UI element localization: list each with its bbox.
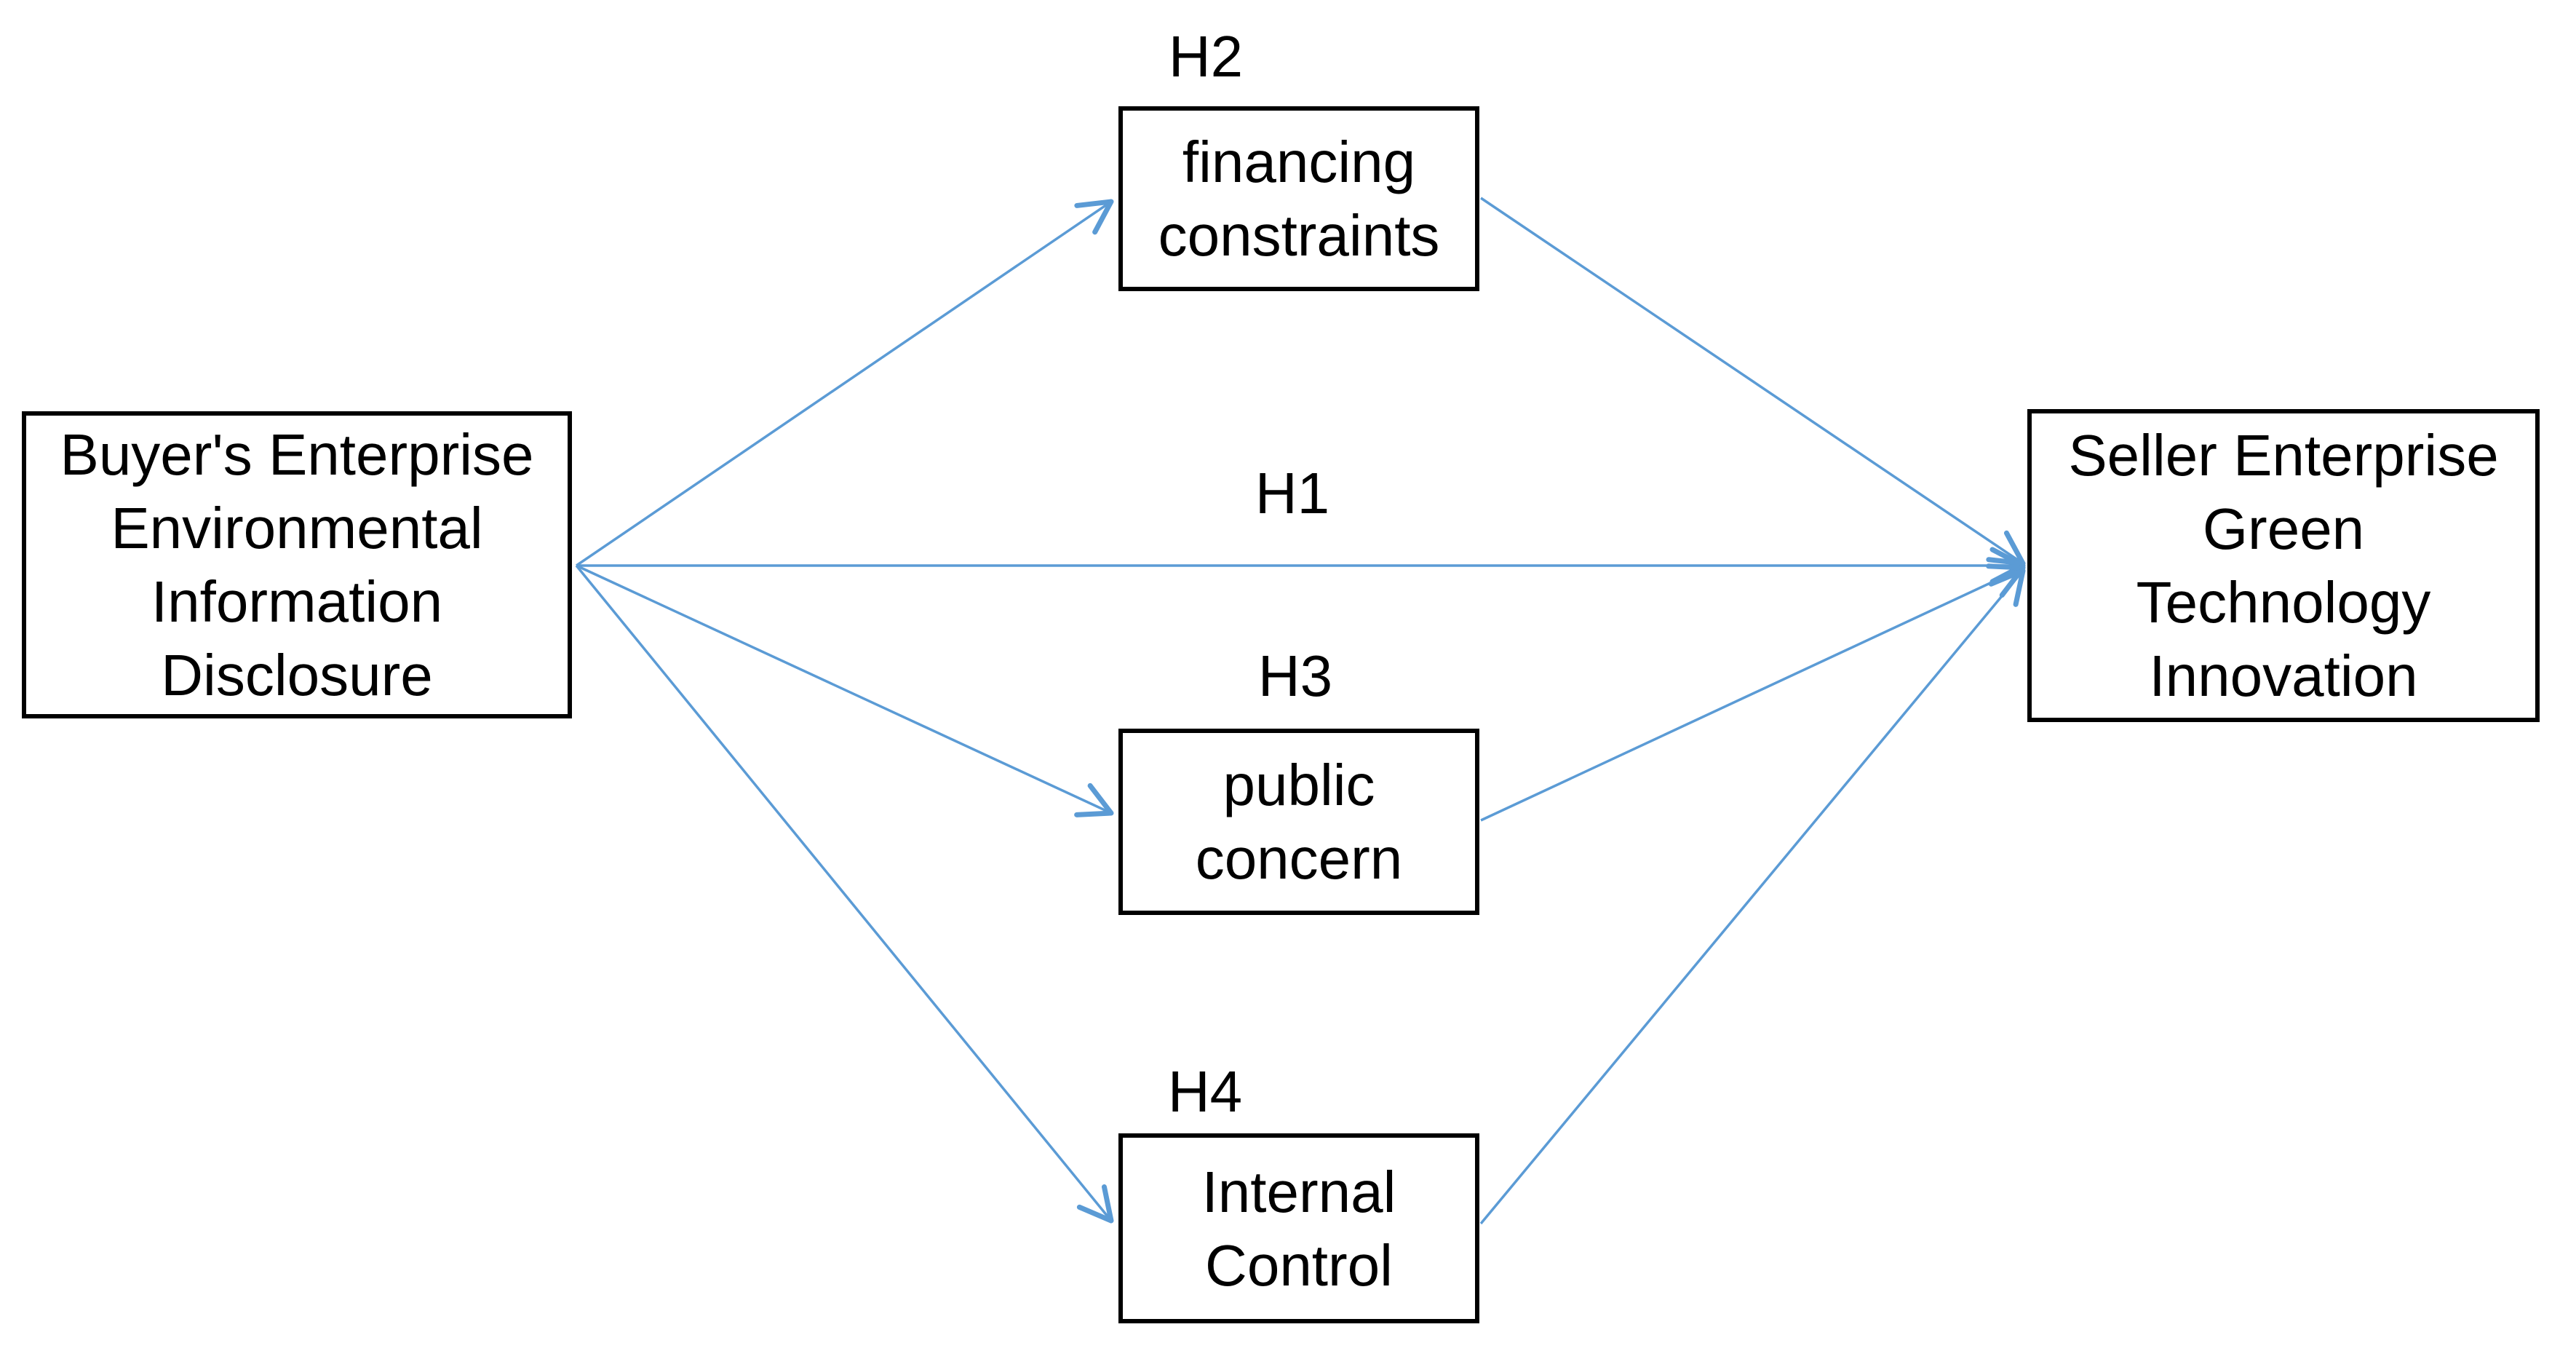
node-financing-label: financing constraints	[1158, 130, 1440, 268]
arrow-buyer-to-financing	[576, 199, 1114, 567]
node-buyer-label: Buyer's Enterprise Environmental Informa…	[60, 422, 534, 708]
node-seller-green-innovation: Seller Enterprise Green Technology Innov…	[2027, 409, 2540, 722]
node-buyer-environmental-disclosure: Buyer's Enterprise Environmental Informa…	[22, 411, 572, 718]
node-internal-label: Internal Control	[1201, 1159, 1396, 1298]
hypothesis-label-h2: H2	[1168, 24, 1244, 89]
node-internal-control: Internal Control	[1118, 1133, 1479, 1323]
node-financing-constraints: financing constraints	[1118, 106, 1479, 291]
hypothesis-label-h4: H4	[1167, 1059, 1243, 1124]
arrow-buyer-to-public	[576, 564, 1114, 817]
arrow-internal-to-seller	[1479, 568, 2026, 1225]
node-public-label: public concern	[1195, 753, 1403, 891]
node-seller-label: Seller Enterprise Green Technology Innov…	[2068, 423, 2499, 708]
arrow-buyer-to-internal	[575, 564, 1114, 1224]
arrow-public-to-seller	[1480, 563, 2026, 822]
hypothesis-label-h1: H1	[1255, 461, 1330, 526]
arrow-financing-to-seller	[1480, 197, 2026, 566]
node-public-concern: public concern	[1118, 729, 1479, 915]
hypothesis-label-h3: H3	[1257, 643, 1333, 708]
